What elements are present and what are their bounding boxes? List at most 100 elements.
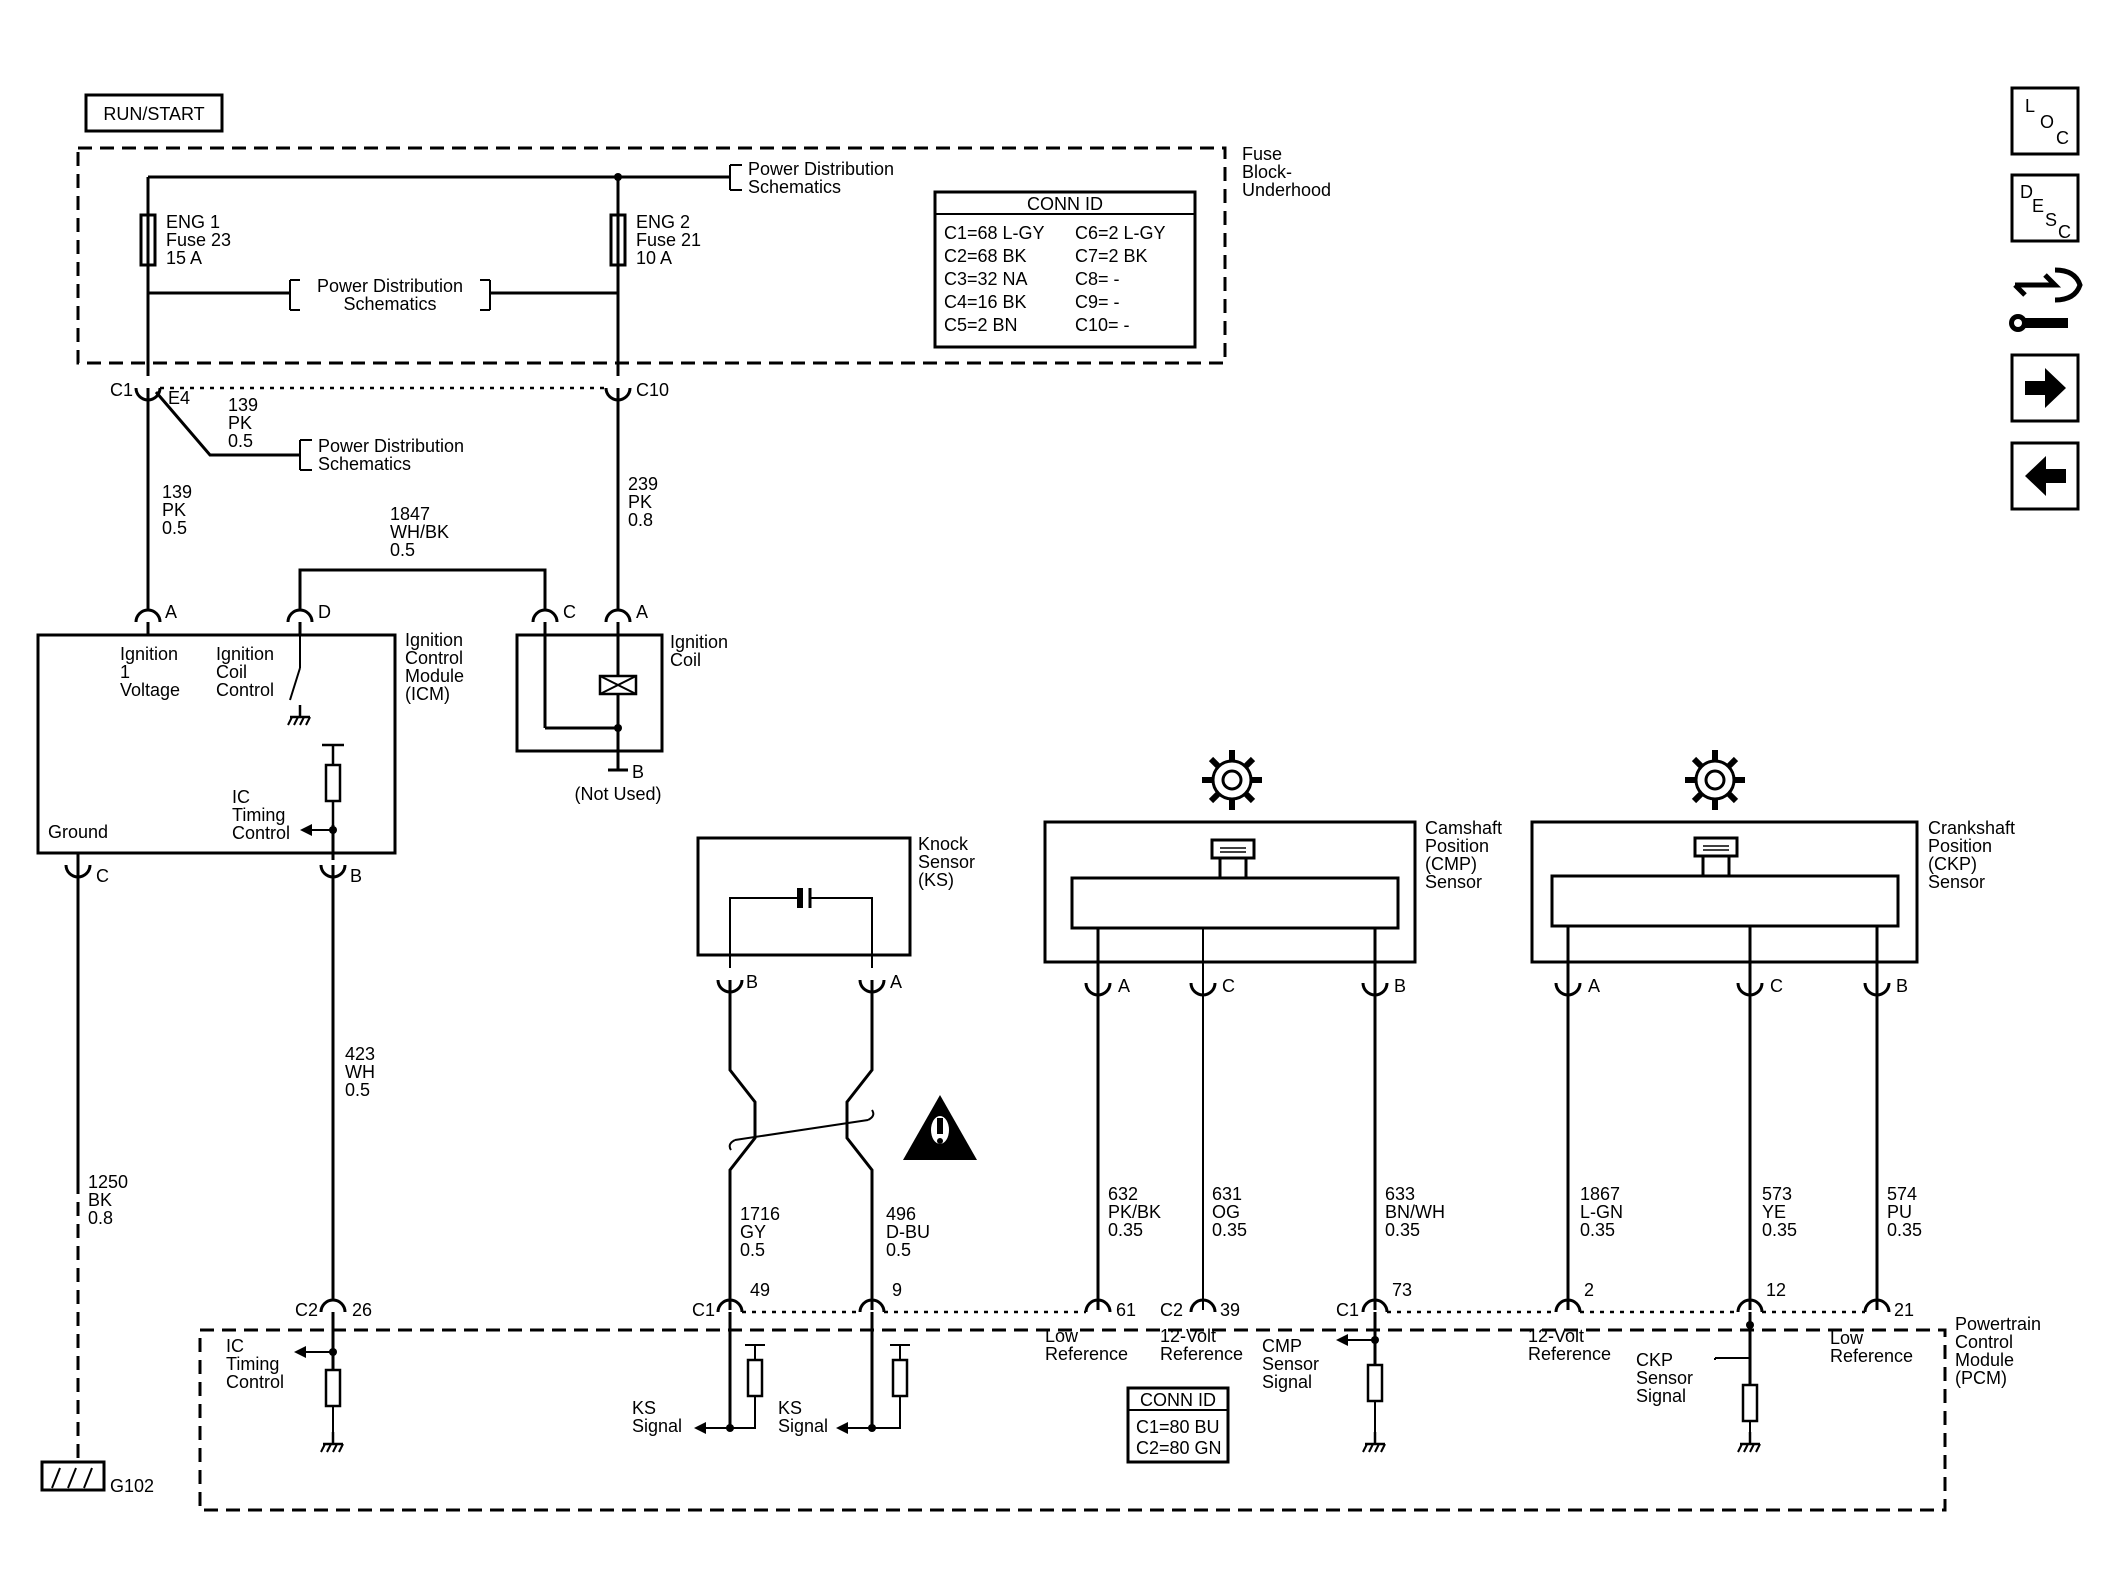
pcm-pin: 12 (1766, 1280, 1786, 1300)
icm-label-2: Control (405, 648, 463, 668)
w632-gauge: 0.35 (1108, 1220, 1143, 1240)
pcm-ckp-sig-1: CKP (1636, 1350, 1673, 1370)
conn-id-row: C7=2 BK (1075, 246, 1148, 266)
pcm-pin: 61 (1116, 1300, 1136, 1320)
w574-num: 574 (1887, 1184, 1917, 1204)
icm-label-1: Ignition (405, 630, 463, 650)
pcm-12v-ref1-2: Reference (1160, 1344, 1243, 1364)
pd-mid-line2: Schematics (343, 294, 436, 314)
w496-num: 496 (886, 1204, 916, 1224)
w239-color: PK (628, 492, 652, 512)
ks-pin-b: B (746, 972, 758, 992)
desc-button[interactable]: D E S C (2010, 173, 2080, 243)
pcm-c2-label: C2 (295, 1300, 318, 1320)
icm-coil-control-1: Ignition (216, 644, 274, 664)
pcm-cmp-sig-1: CMP (1262, 1336, 1302, 1356)
w239-gauge: 0.8 (628, 510, 653, 530)
ignition-coil: C A B (Not Used) Ignition Coil (515, 602, 728, 804)
w574-gauge: 0.35 (1887, 1220, 1922, 1240)
pcm-pin: 9 (892, 1280, 902, 1300)
loc-letter-l: L (2025, 96, 2035, 116)
pd-top-line1: Power Distribution (748, 159, 894, 179)
pcm-pin: 73 (1392, 1280, 1412, 1300)
connector-tool-button[interactable] (2009, 267, 2083, 332)
conn-id-row: C3=32 NA (944, 269, 1028, 289)
cmp-gear-icon (1202, 750, 1262, 810)
pcm-c1-label: C1 (692, 1300, 715, 1320)
icm-ic-timing-2: Timing (232, 805, 285, 825)
w139-splice-num: 139 (228, 395, 258, 415)
pcm-ic-timing-2: Timing (226, 1354, 279, 1374)
fuse-block-label1: Fuse (1242, 144, 1282, 164)
conn-id-row: C4=16 BK (944, 292, 1027, 312)
desc-letter-e: E (2032, 196, 2044, 216)
w139-color: PK (162, 500, 186, 520)
pcm-cmp-ground-icon (1361, 1430, 1387, 1454)
coil-not-used: (Not Used) (574, 784, 661, 804)
pcm-label-1: Powertrain (1955, 1314, 2041, 1334)
next-button[interactable] (2010, 353, 2080, 423)
wire-423: 423 WH 0.5 (331, 865, 375, 1300)
ks-pin-a: A (890, 972, 902, 992)
w239-num: 239 (628, 474, 658, 494)
icm-ic-timing-3: Control (232, 823, 290, 843)
ckp-sensor: Crankshaft Position (CKP) Sensor A C B 1… (1530, 750, 2015, 1310)
pcm-cmp-sig-3: Signal (1262, 1372, 1312, 1392)
loc-letter-o: O (2040, 112, 2054, 132)
w496-gauge: 0.5 (886, 1240, 911, 1260)
desc-letter-d: D (2020, 182, 2033, 202)
next-arrow-icon (2025, 368, 2066, 408)
pcm-ckp-sig-2: Sensor (1636, 1368, 1693, 1388)
w632-color: PK/BK (1108, 1202, 1161, 1222)
fuse-block-label2: Block- (1242, 162, 1292, 182)
knock-sensor: Knock Sensor (KS) B A 1716 GY 0.5 496 D-… (696, 834, 975, 1310)
conn-id-row: C2=68 BK (944, 246, 1027, 266)
w1867-color: L-GN (1580, 1202, 1623, 1222)
loc-letter-c: C (2056, 128, 2069, 148)
fuse-eng2 (609, 213, 627, 267)
ks-label-1: Knock (918, 834, 969, 854)
run-start-text: RUN/START (103, 104, 204, 124)
coil-pin-a: A (636, 602, 648, 622)
ckp-pin-c: C (1770, 976, 1783, 996)
pcm-ks2-1: KS (778, 1398, 802, 1418)
ks-label-3: (KS) (918, 870, 954, 890)
w1716-color: GY (740, 1222, 766, 1242)
pd-mid-line1: Power Distribution (317, 276, 463, 296)
back-button[interactable] (2010, 441, 2080, 511)
pcm-ks1-1: KS (632, 1398, 656, 1418)
icm-coil-wiring: 139 PK 0.5 239 PK 0.8 1847 WH/BK 0.5 (146, 388, 658, 610)
pcm-c1c-label: C1 (1336, 1300, 1359, 1320)
icm-ign-voltage-2: 1 (120, 662, 130, 682)
pd-top-line2: Schematics (748, 177, 841, 197)
ckp-pin-a: A (1588, 976, 1600, 996)
loc-button[interactable]: L O C (2010, 86, 2080, 156)
w1250-num: 1250 (88, 1172, 128, 1192)
fuse-block-connectors: C1 E4 C10 Power Distribution Schematics … (110, 380, 669, 474)
loc-icon: L O C (2025, 96, 2069, 148)
pcm-pin: 2 (1584, 1280, 1594, 1300)
connector-tool-icon (2009, 267, 2083, 332)
coil-label-2: Coil (670, 650, 701, 670)
pcm-12v-ref2-2: Reference (1528, 1344, 1611, 1364)
c10-label: C10 (636, 380, 669, 400)
desc-letter-c: C (2058, 222, 2071, 242)
cmp-label-3: (CMP) (1425, 854, 1477, 874)
w1716-num: 1716 (740, 1204, 780, 1224)
pcm-conn-id-row: C2=80 GN (1136, 1438, 1222, 1458)
back-arrow-icon (2025, 456, 2066, 496)
icm-ign-voltage-1: Ignition (120, 644, 178, 664)
fuse2-rating: 10 A (636, 248, 672, 268)
warning-icon (903, 1095, 977, 1160)
desc-icon: D E S C (2020, 182, 2071, 242)
w1250-color: BK (88, 1190, 112, 1210)
icm-pin-d: D (318, 602, 331, 622)
pcm-low-ref1-1: Low (1045, 1326, 1079, 1346)
pcm-ckp-ground-icon (1736, 1430, 1762, 1454)
ckp-label-4: Sensor (1928, 872, 1985, 892)
conn-id-row: C5=2 BN (944, 315, 1018, 335)
icm-label-3: Module (405, 666, 464, 686)
w631-color: OG (1212, 1202, 1240, 1222)
pcm-low-ref2-2: Reference (1830, 1346, 1913, 1366)
w1847-gauge: 0.5 (390, 540, 415, 560)
